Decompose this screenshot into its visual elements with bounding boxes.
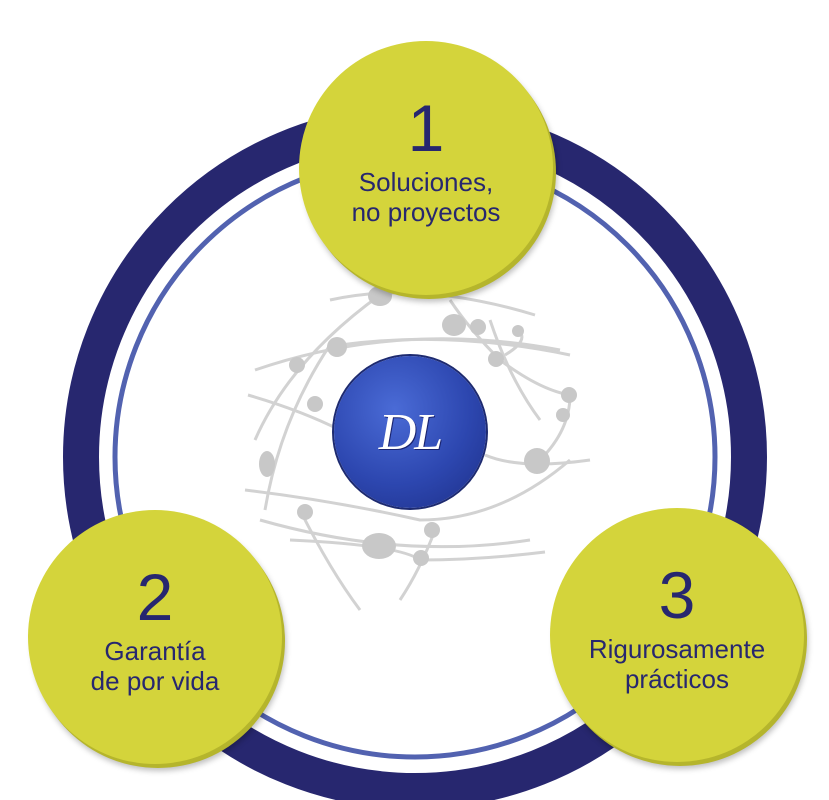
item-3-number: 3 bbox=[658, 558, 696, 632]
item-3-label-line2: prácticos bbox=[624, 664, 730, 694]
item-1-number: 1 bbox=[407, 91, 445, 165]
item-1-label: Soluciones, no proyectos bbox=[352, 167, 501, 227]
item-3-label: Rigurosamente prácticos bbox=[589, 634, 765, 694]
item-2-number: 2 bbox=[136, 560, 174, 634]
item-2-label-line2: de por vida bbox=[90, 666, 220, 696]
item-3-badge: 3 Rigurosamente prácticos bbox=[550, 508, 804, 762]
item-2-label-line1: Garantía bbox=[104, 636, 206, 666]
item-2-badge: 2 Garantía de por vida bbox=[28, 510, 282, 764]
item-3-label-line1: Rigurosamente bbox=[588, 634, 766, 664]
item-1-badge: 1 Soluciones, no proyectos bbox=[299, 41, 553, 295]
item-1-label-line1: Soluciones, bbox=[358, 167, 494, 197]
dl-logo-globe: DL bbox=[334, 356, 486, 508]
item-2-label: Garantía de por vida bbox=[91, 636, 220, 696]
network-nodes bbox=[259, 286, 577, 566]
logo-text: DL bbox=[378, 403, 444, 461]
item-1-label-line2: no proyectos bbox=[351, 197, 501, 227]
